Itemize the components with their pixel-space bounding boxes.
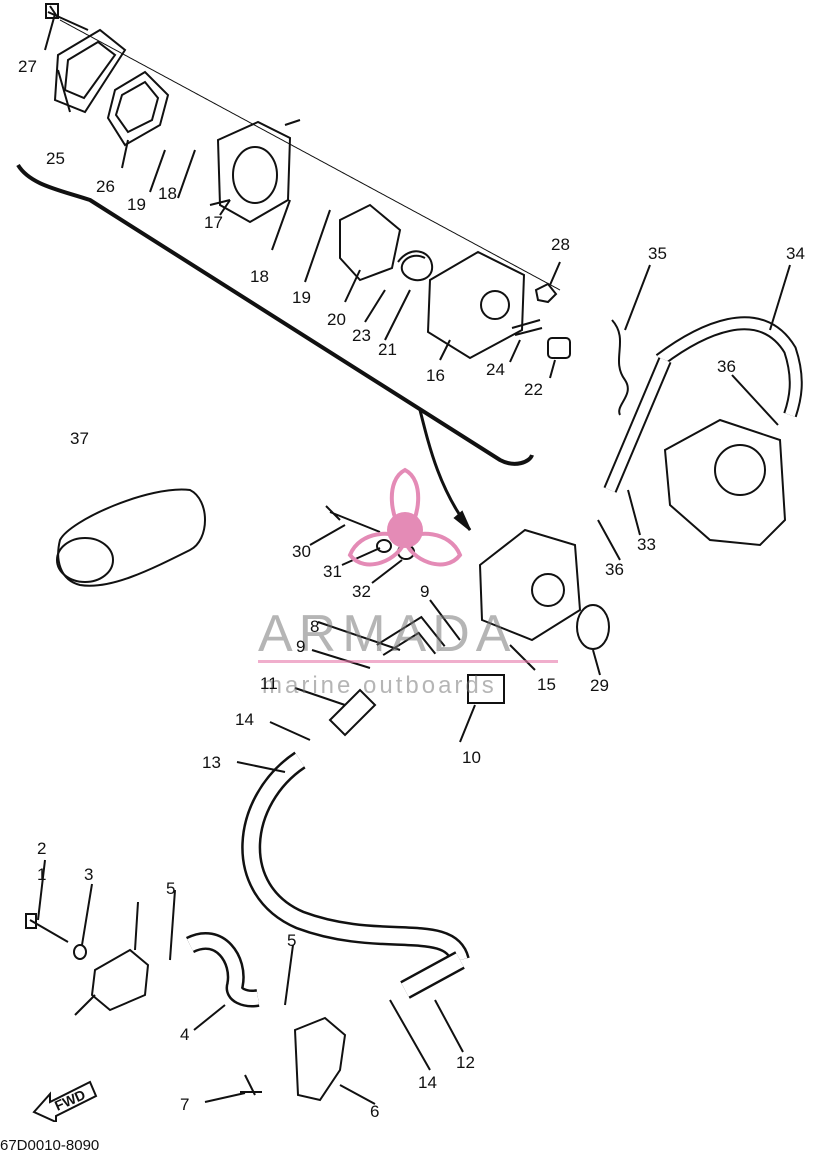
part-label: 26 <box>96 177 115 196</box>
part-label: 22 <box>524 380 543 399</box>
part-label: 33 <box>637 535 656 554</box>
spring-24 <box>511 319 543 336</box>
part-label: 23 <box>352 326 371 345</box>
part-label: 6 <box>370 1102 380 1121</box>
exploded-view-bracket <box>16 163 534 466</box>
part-label: 17 <box>204 213 223 232</box>
part-label: 20 <box>327 310 346 329</box>
part-label: 4 <box>180 1025 190 1044</box>
gasket-25 <box>53 28 127 114</box>
part-label: 3 <box>84 865 94 884</box>
part-label: 14 <box>418 1073 437 1092</box>
part-label: 35 <box>648 244 667 263</box>
part-label: 14 <box>235 710 254 729</box>
filter-37 <box>57 488 206 587</box>
clip-35 <box>611 319 629 416</box>
part-label: 19 <box>292 288 311 307</box>
part-label: 29 <box>590 676 609 695</box>
spring-21 <box>397 250 434 282</box>
part-label: 12 <box>456 1053 475 1072</box>
part-label: 21 <box>378 340 397 359</box>
part-label: 9 <box>420 582 430 601</box>
part-label: 16 <box>426 366 445 385</box>
part-label: 15 <box>537 675 556 694</box>
part-label: 5 <box>287 931 297 950</box>
fwd-indicator: FWD <box>30 1072 100 1127</box>
part-label: 30 <box>292 542 311 561</box>
diaphragm-20 <box>339 203 402 282</box>
joint-10 <box>467 674 505 704</box>
part-label: 34 <box>786 244 805 263</box>
fuel-cock-6 <box>293 1016 347 1102</box>
screw-7 <box>240 1074 262 1096</box>
fwd-arrow-icon <box>32 1080 98 1124</box>
part-label: 13 <box>202 753 221 772</box>
washer-3 <box>73 944 87 960</box>
part-label: 7 <box>180 1095 190 1114</box>
drawing-code: 67D0010-8090 <box>0 1137 100 1154</box>
washer-31 <box>376 539 392 553</box>
part-label: 1 <box>37 865 47 884</box>
part-label: 25 <box>46 149 65 168</box>
gasket-26 <box>106 70 170 147</box>
part-label: 10 <box>462 748 481 767</box>
pump-body-17 <box>216 120 292 224</box>
watermark-logo-icon <box>347 467 463 567</box>
fitting-11 <box>328 688 377 737</box>
part-label: 11 <box>260 674 278 693</box>
fuel-pump-15 <box>478 528 582 642</box>
part-label: 8 <box>310 617 320 636</box>
part-label: 19 <box>127 195 146 214</box>
cover-16 <box>426 250 526 360</box>
part-label: 36 <box>717 357 736 376</box>
part-label: 32 <box>352 582 371 601</box>
o-ring-29 <box>576 604 610 650</box>
part-label: 37 <box>70 429 89 448</box>
bolt-30 <box>325 505 381 533</box>
watermark-subtitle: marine outboards <box>262 672 497 699</box>
nut-28 <box>534 282 558 304</box>
part-label: 18 <box>158 184 177 203</box>
watermark-underline <box>258 660 558 663</box>
part-label: 31 <box>323 562 342 581</box>
cap-22 <box>547 337 571 359</box>
part-label: 9 <box>296 637 306 656</box>
part-label: 5 <box>166 879 176 898</box>
part-label: 24 <box>486 360 505 379</box>
watermark-brand: ARMADA <box>258 605 517 663</box>
carburetor <box>663 418 787 547</box>
part-label: 36 <box>605 560 624 579</box>
part-label: 28 <box>551 235 570 254</box>
part-label: 18 <box>250 267 269 286</box>
part-label: 27 <box>18 57 37 76</box>
part-label: 2 <box>37 839 47 858</box>
connector-1 <box>90 948 150 1012</box>
